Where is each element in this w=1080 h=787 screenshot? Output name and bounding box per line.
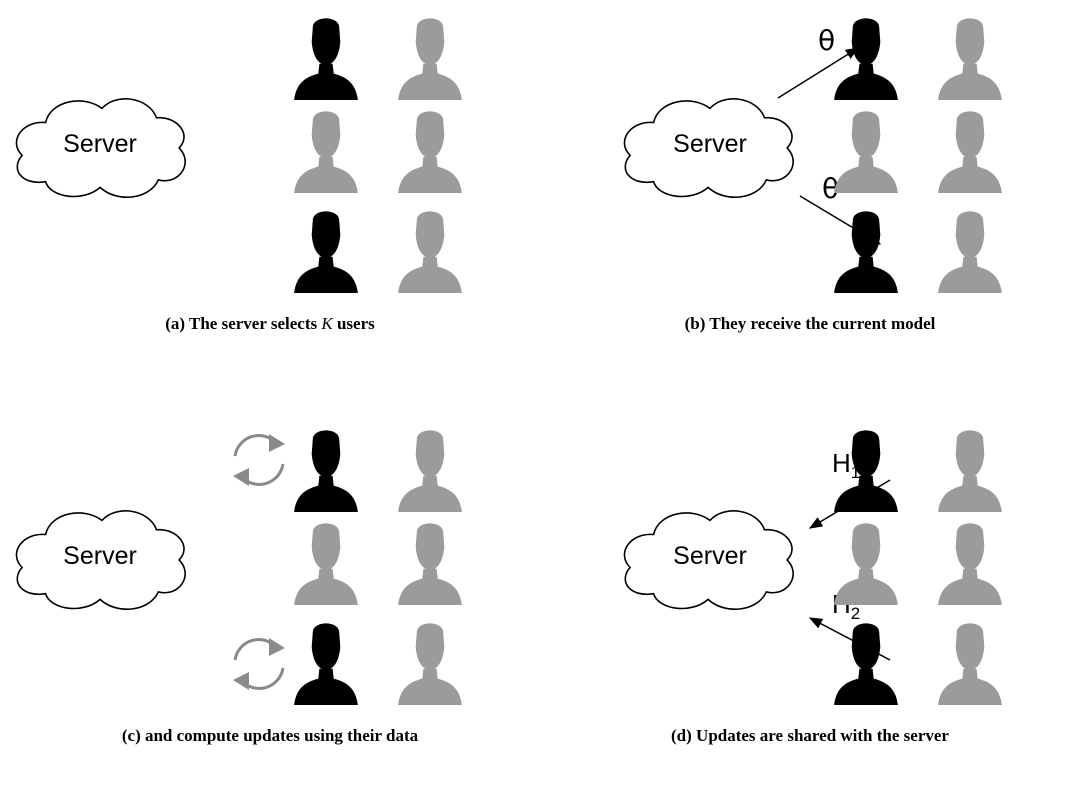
- server-cloud: Server: [623, 510, 794, 611]
- panel-a: Server (a) The server selects K users: [0, 0, 540, 375]
- selected-user-icon: [834, 211, 898, 293]
- panel-d: Server H1 H2 (d) Updates are shared with…: [540, 412, 1080, 787]
- caption-b: (b) They receive the current model: [684, 314, 936, 333]
- selected-user-icon: [294, 18, 358, 100]
- selected-user-icon: [294, 623, 358, 705]
- panel-c-diagram: Server: [15, 430, 462, 705]
- server-label: Server: [63, 542, 137, 570]
- user-icon: [294, 523, 358, 605]
- panel-b: Server θ θ (b) They receive the current …: [540, 0, 1080, 375]
- user-icon: [398, 18, 462, 100]
- caption-a: (a) The server selects K users: [0, 314, 540, 334]
- caption-c: (c) and compute updates using their data: [121, 726, 419, 745]
- user-icon: [294, 111, 358, 193]
- panel-c: Server (c) and compute updates using the…: [0, 412, 540, 787]
- caption-a-k: K: [321, 314, 333, 333]
- user-icon: [398, 111, 462, 193]
- selected-user-icon: [294, 211, 358, 293]
- user-icon: [938, 623, 1002, 705]
- arrow-to-top-user: [777, 47, 860, 99]
- theta-label-top: θ: [818, 24, 835, 57]
- server-label: Server: [673, 542, 747, 570]
- caption-d: (d) Updates are shared with the server: [671, 726, 949, 745]
- caption-a-text-end: users: [332, 314, 375, 333]
- user-grid: [834, 430, 1002, 705]
- user-icon: [938, 111, 1002, 193]
- user-grid: [294, 18, 462, 293]
- server-label: Server: [673, 130, 747, 158]
- server-cloud: Server: [623, 98, 794, 199]
- user-grid: [294, 430, 462, 705]
- h1-label: H1: [832, 448, 860, 482]
- panel-b-diagram: Server θ θ: [623, 18, 1002, 293]
- selected-user-icon: [834, 18, 898, 100]
- user-icon: [938, 18, 1002, 100]
- user-icon: [398, 430, 462, 512]
- user-icon: [938, 211, 1002, 293]
- user-icon: [938, 430, 1002, 512]
- server-cloud: Server: [15, 98, 186, 199]
- user-icon: [834, 523, 898, 605]
- caption-a-text: (a) The server selects: [165, 314, 322, 333]
- sync-icon: [233, 434, 285, 486]
- user-icon: [938, 523, 1002, 605]
- user-icon: [398, 623, 462, 705]
- panel-a-diagram: Server: [15, 18, 462, 293]
- theta-label-bottom: θ: [822, 172, 839, 205]
- panel-d-diagram: Server H1 H2: [623, 430, 1002, 705]
- user-icon: [834, 111, 898, 193]
- user-icon: [398, 211, 462, 293]
- user-icon: [398, 523, 462, 605]
- user-grid: [834, 18, 1002, 293]
- sync-icon: [233, 638, 285, 690]
- server-cloud: Server: [15, 510, 186, 611]
- server-label: Server: [63, 130, 137, 158]
- selected-user-icon: [294, 430, 358, 512]
